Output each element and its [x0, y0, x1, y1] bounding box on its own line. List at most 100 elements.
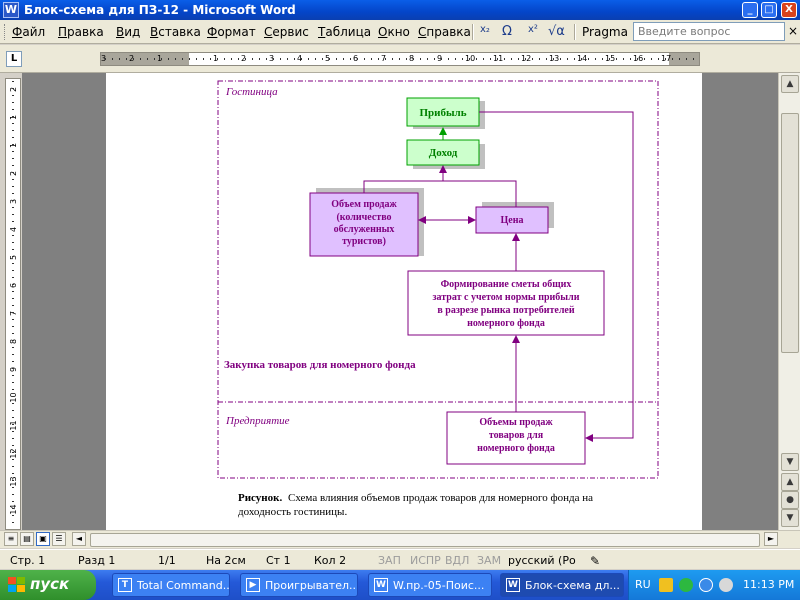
scroll-up-button[interactable]: ▲ — [781, 75, 799, 93]
menu-edit[interactable]: Правка — [58, 25, 104, 39]
ruler-tick — [182, 58, 183, 60]
status-extend[interactable]: ВДЛ — [445, 554, 470, 567]
ruler-tick — [12, 144, 14, 145]
omega-symbol-icon[interactable]: Ω — [502, 24, 512, 39]
taskbar: пуск T Total Command... ▶ Проигрывател..… — [0, 570, 800, 600]
toolbar-separator — [472, 24, 474, 40]
title-bar: W Блок-схема для ПЗ-12 - Microsoft Word … — [0, 0, 800, 20]
status-overtype[interactable]: ЗАМ — [477, 554, 502, 567]
subscript-icon[interactable]: x₂ — [480, 24, 490, 35]
ruler-number: 3 — [269, 54, 275, 63]
income-text: Доход — [429, 147, 458, 159]
vertical-scroll-thumb[interactable] — [781, 113, 799, 353]
keyboard-language[interactable]: RU — [635, 578, 651, 591]
menu-window[interactable]: Окно — [378, 25, 410, 39]
vertical-scrollbar[interactable]: ▲ ▼ ▲ ● ▼ — [778, 73, 800, 530]
task-total-commander[interactable]: T Total Command... — [112, 573, 230, 597]
menu-insert[interactable]: Вставка — [150, 25, 201, 39]
menu-file[interactable]: Файл — [12, 25, 46, 39]
total-commander-icon: T — [118, 578, 132, 592]
next-page-button[interactable]: ▼ — [781, 509, 799, 527]
antivirus-icon[interactable] — [719, 578, 733, 592]
menu-format[interactable]: Формат — [207, 25, 256, 39]
ruler-tick — [12, 382, 14, 383]
maximize-button[interactable]: □ — [761, 2, 777, 18]
block-diagram[interactable]: Гостиница Предприятие Закупка товаров дл… — [106, 73, 702, 530]
normal-view-button[interactable]: ≡ — [4, 532, 18, 546]
menu-table[interactable]: Таблица — [318, 25, 372, 39]
document-area[interactable]: Гостиница Предприятие Закупка товаров дл… — [22, 73, 778, 530]
toolbar-grip[interactable] — [4, 24, 7, 40]
ruler-tick — [147, 58, 148, 60]
income-box[interactable] — [406, 139, 480, 166]
ruler-tick — [357, 58, 358, 60]
ruler-tick — [252, 58, 253, 60]
document-page[interactable]: Гостиница Предприятие Закупка товаров дл… — [106, 73, 702, 530]
scroll-down-button[interactable]: ▼ — [781, 453, 799, 471]
hotel-label: Гостиница — [225, 86, 278, 98]
ruler-tick — [224, 58, 225, 60]
menu-tools[interactable]: Сервис — [264, 25, 309, 39]
task-word-search[interactable]: W W.пр.-05-Поис... — [368, 573, 492, 597]
outline-view-button[interactable]: ☰ — [52, 532, 66, 546]
word-app-icon[interactable]: W — [3, 2, 19, 18]
ruler-tick — [196, 58, 197, 60]
ruler-tick — [672, 58, 673, 60]
status-position: На 2см — [206, 554, 246, 567]
scroll-right-button[interactable]: ► — [764, 532, 778, 546]
sqrt-formula-icon[interactable]: √α — [548, 24, 565, 39]
menu-help[interactable]: Справка — [418, 25, 471, 39]
status-track-changes[interactable]: ИСПР — [410, 554, 441, 567]
menu-view[interactable]: Вид — [116, 25, 141, 39]
ruler-tick — [427, 58, 428, 60]
menu-pragma[interactable]: Pragma — [582, 25, 628, 39]
ruler-tick — [126, 58, 127, 60]
tray-app-icon[interactable] — [659, 578, 673, 592]
start-button[interactable]: пуск — [0, 570, 96, 600]
spelling-status-icon[interactable]: ✎ — [590, 554, 601, 568]
ruler-tick — [12, 403, 14, 404]
status-record[interactable]: ЗАП — [378, 554, 401, 567]
ruler-tick — [553, 58, 554, 60]
volume-icon[interactable] — [699, 578, 713, 592]
previous-page-button[interactable]: ▲ — [781, 473, 799, 491]
minimize-button[interactable]: _ — [742, 2, 758, 18]
select-browse-object-button[interactable]: ● — [781, 491, 799, 509]
web-layout-view-button[interactable]: ▤ — [20, 532, 34, 546]
goods-sales-line: товаров для — [489, 430, 544, 441]
superscript-icon[interactable]: x² — [528, 24, 538, 35]
arrow-profit-to-goods — [479, 111, 634, 442]
ask-question-input[interactable]: Введите вопрос — [633, 22, 785, 41]
ruler-tick — [12, 207, 14, 208]
ruler-tick — [12, 466, 14, 467]
purchase-goods-label: Закупка товаров для номерного фонда — [224, 359, 416, 371]
word-doc-icon: W — [506, 578, 520, 592]
ruler-tick — [644, 58, 645, 60]
horizontal-scroll-row: ≡ ▤ ▣ ☰ ◄ ► — [0, 530, 800, 548]
ruler-tick — [448, 58, 449, 60]
sales-volume-line: Объем продаж — [331, 199, 397, 210]
goods-sales-box[interactable] — [446, 411, 586, 465]
ruler-number: 14 — [577, 54, 588, 63]
ruler-tick — [497, 58, 498, 60]
scroll-left-button[interactable]: ◄ — [72, 532, 86, 546]
print-layout-view-button[interactable]: ▣ — [36, 532, 50, 546]
sales-volume-box[interactable] — [309, 192, 419, 257]
status-language: русский (Ро — [508, 554, 576, 567]
network-icon[interactable] — [679, 578, 693, 592]
ruler-tick — [12, 284, 14, 285]
task-word-flowchart[interactable]: W Блок-схема дл... — [500, 573, 624, 597]
ruler-tick — [364, 58, 365, 60]
close-button[interactable]: X — [781, 2, 797, 18]
horizontal-scroll-thumb[interactable] — [90, 533, 760, 547]
tab-selector-button[interactable]: L — [6, 51, 22, 67]
price-box[interactable] — [475, 206, 549, 234]
ruler-tick — [259, 58, 260, 60]
task-media-player[interactable]: ▶ Проигрывател... — [240, 573, 358, 597]
cost-estimate-box[interactable] — [407, 270, 605, 336]
clock[interactable]: 11:13 PM — [743, 578, 795, 591]
close-document-icon[interactable]: × — [788, 24, 799, 38]
